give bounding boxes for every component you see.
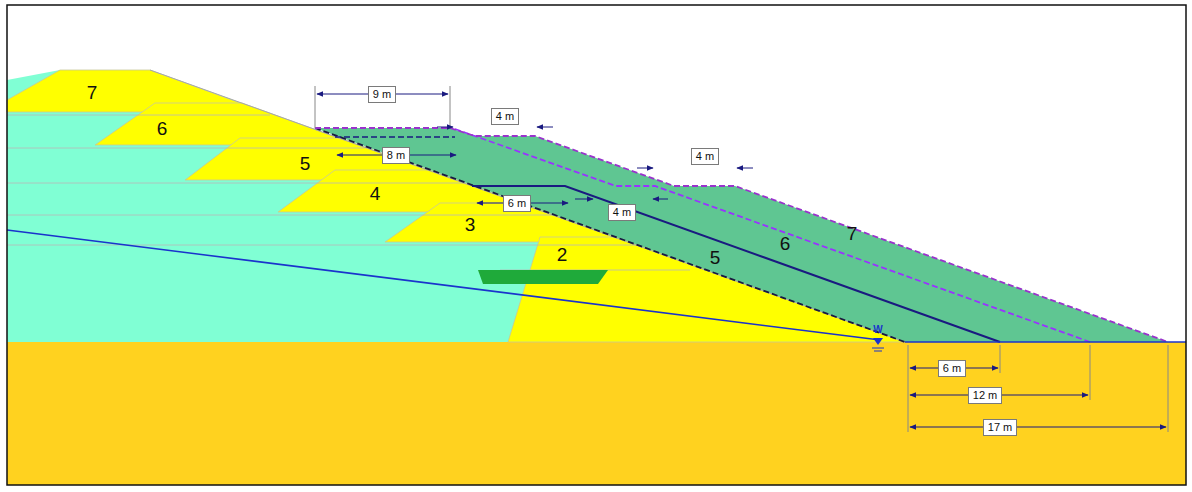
layer-number: 7 <box>847 224 858 243</box>
dimension-label: 9 m <box>368 86 396 103</box>
water-label: W <box>873 325 882 335</box>
dimension-label: 4 m <box>608 204 636 221</box>
layer-number: 3 <box>465 215 476 234</box>
layer-number: 6 <box>780 234 791 253</box>
dimension-lines <box>315 86 1168 432</box>
layer-number: 5 <box>300 154 311 173</box>
ground-line <box>905 341 1186 343</box>
layer-number: 7 <box>87 83 98 102</box>
layer-number: 5 <box>710 248 721 267</box>
layer-number: 2 <box>557 245 568 264</box>
water-symbol <box>872 338 884 351</box>
frame <box>7 5 1186 485</box>
foundation-soil <box>7 342 1186 485</box>
stage-boundary <box>315 128 1168 342</box>
dimension-label: 12 m <box>968 387 1002 404</box>
stage-boundary <box>472 186 1000 342</box>
layer-number: 6 <box>157 119 168 138</box>
dimension-label: 6 m <box>503 195 531 212</box>
drain <box>478 270 608 284</box>
stage-boundary <box>315 128 905 342</box>
dimension-label: 8 m <box>382 147 410 164</box>
buttress <box>315 128 1168 342</box>
dimension-label: 4 m <box>691 148 719 165</box>
dimension-label: 6 m <box>938 360 966 377</box>
stage-boundary <box>335 136 455 138</box>
layer-number: 4 <box>370 184 381 203</box>
dimension-label: 17 m <box>983 419 1017 436</box>
dimension-label: 4 m <box>491 108 519 125</box>
stage-boundary <box>455 129 1090 342</box>
